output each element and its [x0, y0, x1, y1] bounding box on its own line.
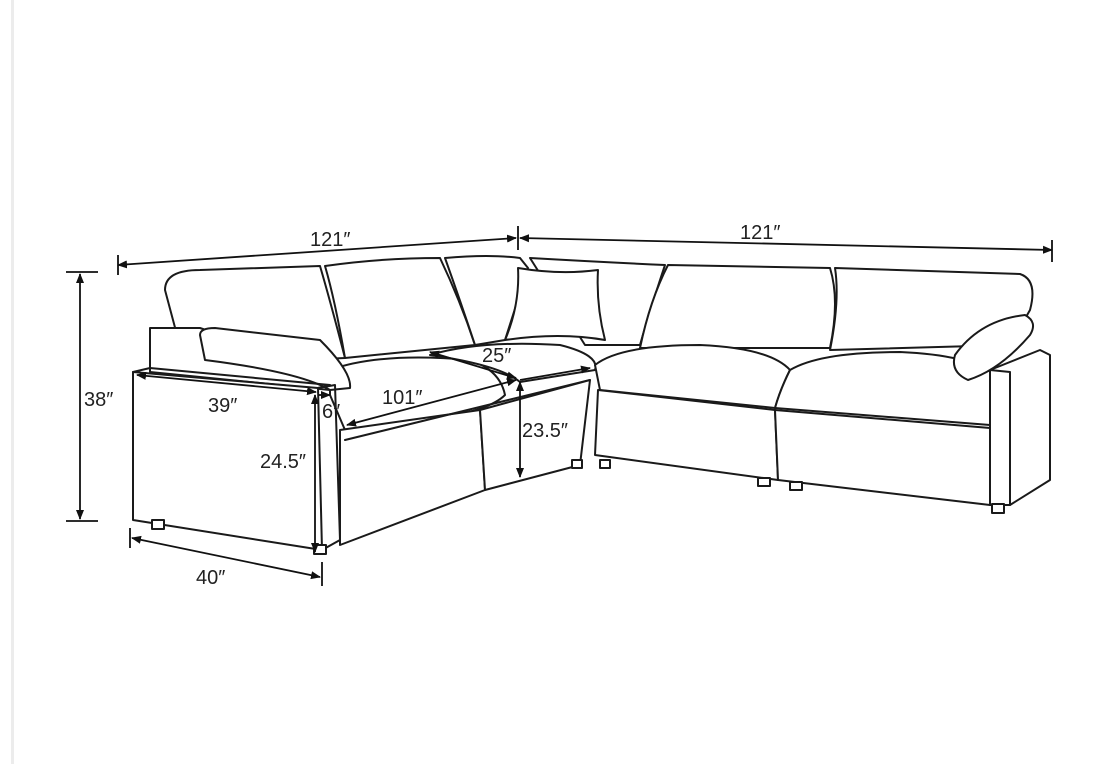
left-seat-base [339, 409, 486, 546]
label-right-width: 121″ [740, 222, 780, 244]
right-arm [989, 349, 1051, 506]
foot [991, 503, 1005, 514]
left-border [11, 0, 14, 764]
label-depth: 40″ [196, 567, 225, 589]
foot [571, 459, 583, 469]
label-arm-height: 24.5″ [260, 451, 306, 473]
foot [599, 459, 611, 469]
label-left-width: 121″ [310, 229, 350, 251]
right-arm-pillow [952, 314, 1035, 381]
label-seat-depth: 25″ [482, 345, 511, 367]
label-inner-length: 101″ [382, 387, 422, 409]
dimension-labels: 121″ 121″ 38″ 39″ 6″ 101″ 25″ 23.5″ 24.5… [84, 222, 780, 589]
right-seat-base-2 [774, 409, 991, 506]
foot [757, 477, 771, 487]
sofa-drawing [132, 255, 1051, 555]
back-cushion-5 [639, 264, 836, 349]
label-arm-height-above-seat: 6″ [322, 401, 340, 423]
label-height: 38″ [84, 389, 113, 411]
label-seat-height: 23.5″ [522, 420, 568, 442]
throw-pillow [504, 267, 606, 341]
foot [789, 481, 803, 491]
dimension-lines [66, 226, 1053, 586]
label-arm-length: 39″ [208, 395, 237, 417]
foot [151, 519, 165, 530]
